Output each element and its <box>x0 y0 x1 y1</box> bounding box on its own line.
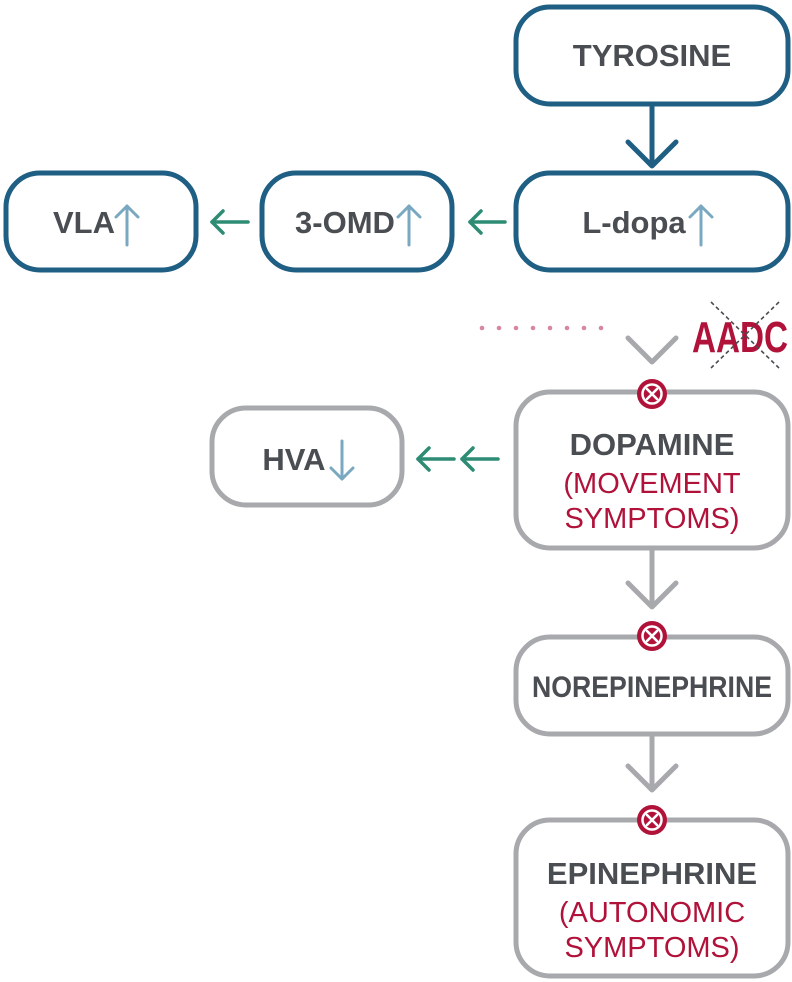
omd-box <box>259 170 455 273</box>
vla-box <box>3 170 199 273</box>
epinephrine-subtitle-line2: SYMPTOMS) <box>564 932 739 964</box>
blocked-x-icon <box>637 805 667 835</box>
hva-label: HVA <box>262 442 325 477</box>
epinephrine-subtitle-line1: (AUTONOMIC <box>559 897 745 929</box>
omd-label: 3-OMD <box>295 205 395 240</box>
arrow-dopamine-to-hva <box>416 446 500 472</box>
blocked-x-icon <box>637 379 667 409</box>
arrow-ldopa-to-dopamine-head <box>625 335 679 365</box>
arrow-tyrosine-to-ldopa <box>625 101 679 169</box>
arrow-ldopa-to-omd <box>468 209 507 235</box>
aadc-cross-icon <box>710 301 780 369</box>
epinephrine-label: EPINEPHRINE <box>547 856 757 891</box>
dopamine-subtitle-line1: (MOVEMENT <box>563 468 741 500</box>
norepinephrine-label: NOREPINEPHRINE <box>532 671 772 704</box>
down-arrow-icon <box>329 439 355 481</box>
up-arrow-icon <box>688 204 714 247</box>
up-arrow-icon <box>396 204 422 247</box>
vla-label: VLA <box>53 205 115 240</box>
dopamine-subtitle-line2: SYMPTOMS) <box>564 503 739 535</box>
aadc-label: AADC <box>692 313 788 362</box>
arrow-dopamine-to-norepinephrine <box>625 545 679 610</box>
hva-box <box>209 405 405 508</box>
dopamine-label: DOPAMINE <box>570 427 735 462</box>
blocked-x-icon <box>637 621 667 651</box>
aadc-dotted-line <box>479 325 604 331</box>
arrow-norepinephrine-to-epinephrine <box>625 731 679 793</box>
arrow-omd-to-vla <box>210 209 250 235</box>
tyrosine-label: TYROSINE <box>573 38 731 73</box>
ldopa-label: L-dopa <box>582 205 686 240</box>
up-arrow-icon <box>114 204 140 247</box>
